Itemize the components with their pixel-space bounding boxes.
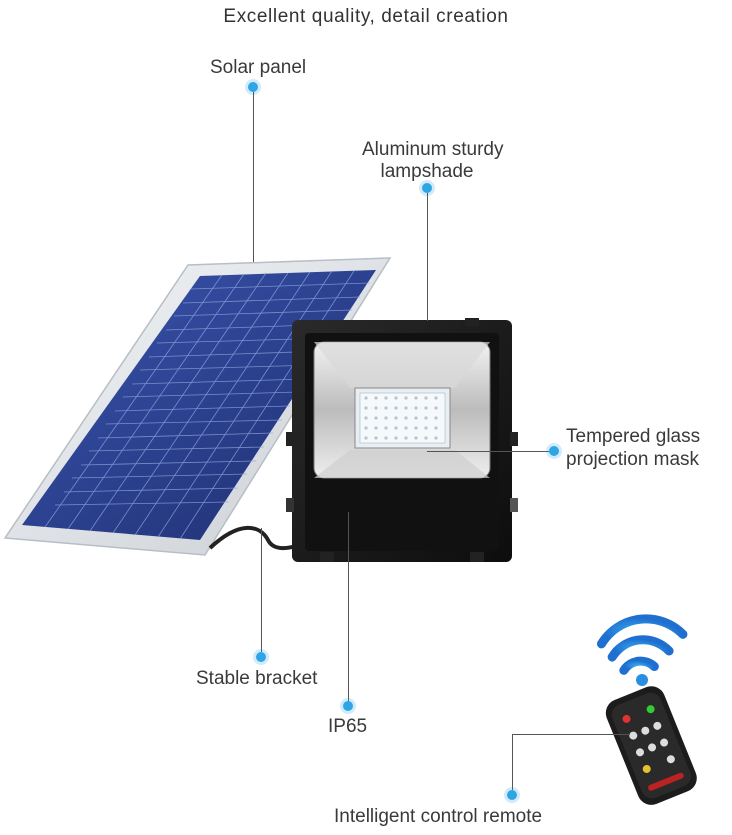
callout-line-glass bbox=[427, 451, 550, 452]
floodlight-graphic bbox=[286, 318, 518, 562]
wifi-signal-icon bbox=[596, 614, 688, 686]
callout-line-ip65 bbox=[348, 512, 349, 702]
label-lampshade-line1: Aluminum sturdy bbox=[362, 139, 504, 160]
callout-line-lampshade bbox=[427, 193, 428, 321]
label-remote: Intelligent control remote bbox=[334, 806, 543, 827]
callout-dot-bracket bbox=[256, 652, 266, 662]
callout-dot-solar-panel bbox=[248, 82, 258, 92]
callout-line-bracket bbox=[261, 528, 262, 652]
remote-control-graphic bbox=[605, 686, 697, 805]
callout-vline-remote bbox=[512, 734, 513, 790]
label-glass-line2: projection mask bbox=[566, 449, 700, 470]
page-title: Excellent quality, detail creation bbox=[223, 6, 509, 27]
callout-dot-remote bbox=[507, 790, 517, 800]
label-bracket: Stable bracket bbox=[196, 668, 318, 689]
callout-dot-ip65 bbox=[343, 701, 353, 711]
callout-dot-glass bbox=[549, 446, 559, 456]
label-lampshade-line2: lampshade bbox=[380, 161, 474, 182]
callout-hline-remote bbox=[512, 734, 630, 735]
label-ip65: IP65 bbox=[328, 716, 368, 737]
callout-line-solar-panel bbox=[253, 92, 254, 262]
callout-dot-lampshade bbox=[422, 183, 432, 193]
label-solar-panel: Solar panel bbox=[210, 57, 307, 78]
label-glass-line1: Tempered glass bbox=[566, 426, 701, 447]
